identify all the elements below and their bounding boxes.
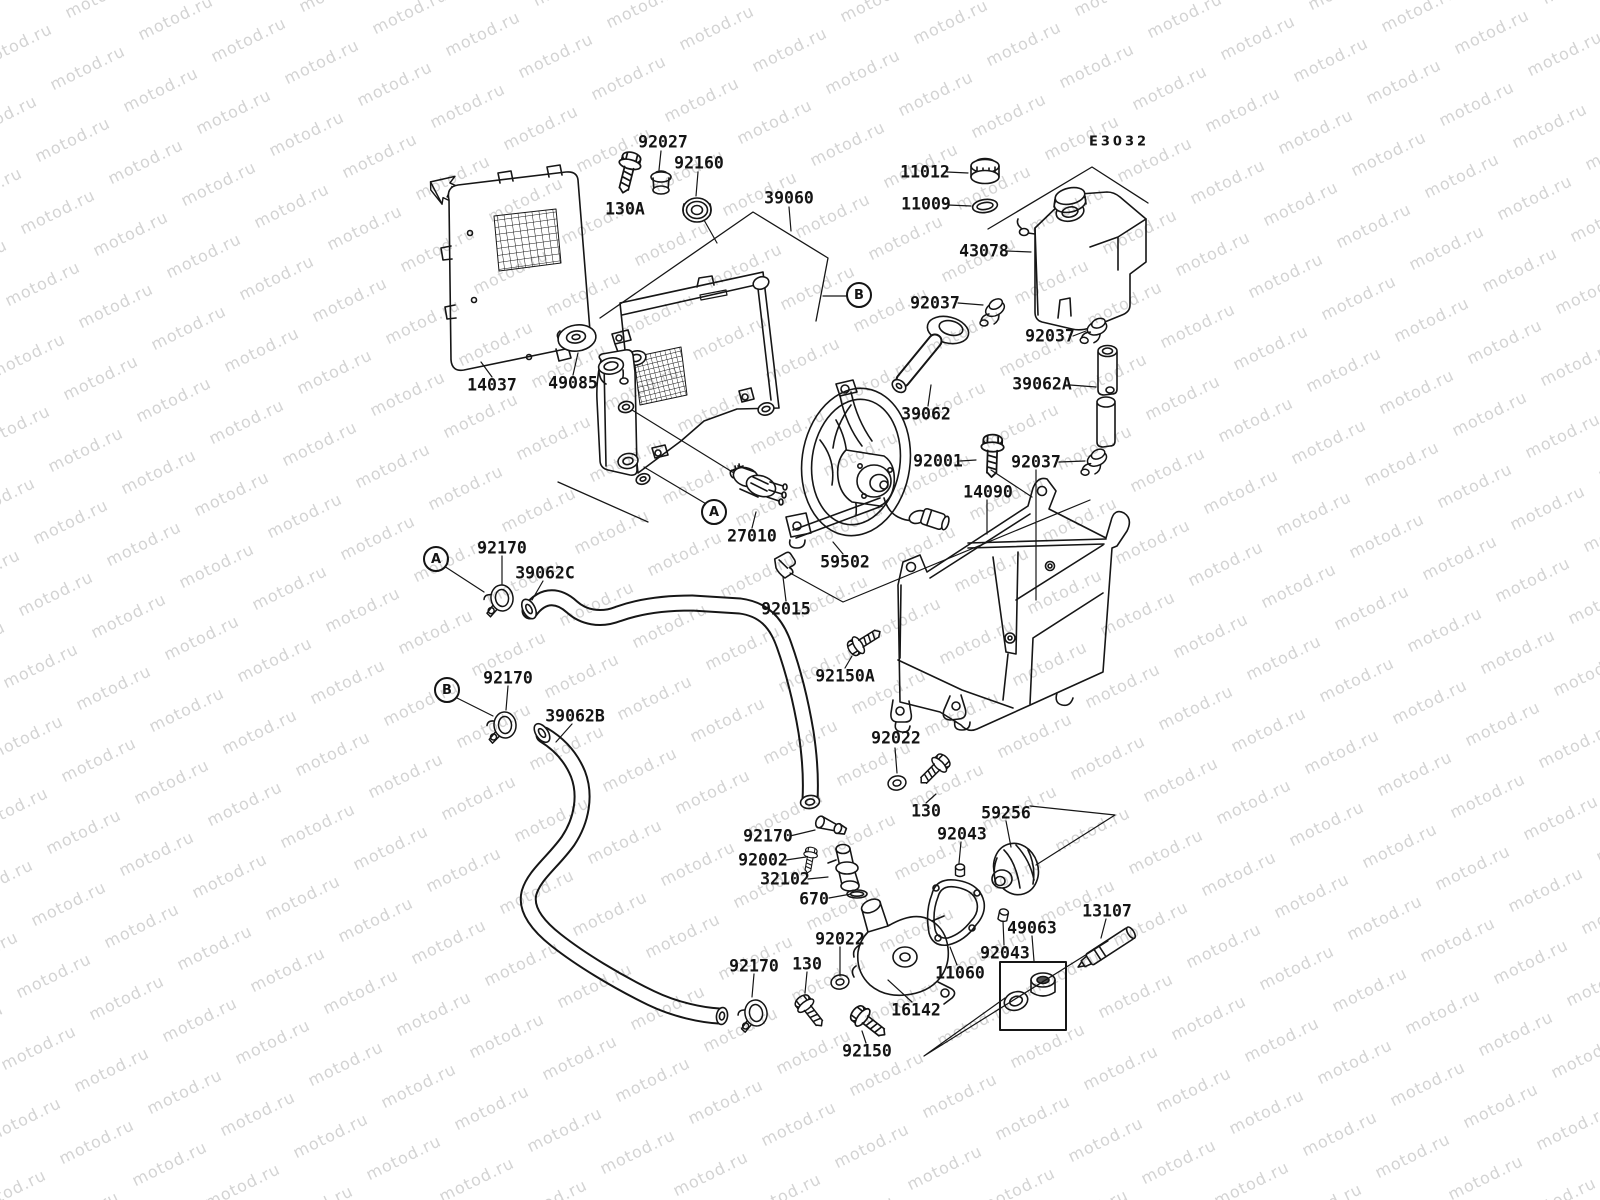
part-number-label: 92022 [871,728,921,748]
part-number-label: 92022 [815,929,865,949]
part-number-label: 16142 [891,1000,941,1020]
part-number-label: 39062C [515,563,575,583]
part-number-label: 39060 [764,188,814,208]
part-number-label: 92015 [761,599,811,619]
part-number-label: 11009 [901,194,951,214]
part-number-label: 92002 [738,850,788,870]
part-number-label: 92170 [483,668,533,688]
bushing-92027 [650,170,672,195]
part-number-label: 32102 [760,869,810,889]
part-number-label: 92170 [477,538,527,558]
part-number-label: 130A [605,199,645,219]
assembly-ref-circle: B [846,282,872,308]
part-number-label: 92170 [743,826,793,846]
part-number-label: 14037 [467,375,517,395]
part-number-label: 92001 [913,451,963,471]
water-pump-cover-16142 [851,898,956,1005]
part-number-label: 92037 [910,293,960,313]
part-number-label: 92037 [1025,326,1075,346]
diagram-code: E3032 [1088,134,1150,150]
impeller-59256 [991,842,1040,896]
grommet-92160 [682,197,712,223]
part-number-label: 92037 [1011,452,1061,472]
part-number-label: 39062A [1012,374,1072,394]
radiator-39060 [596,271,780,486]
leader-lines [443,150,1116,1057]
part-number-label: 13107 [1082,901,1132,921]
fan-59502 [785,379,950,549]
part-number-label: 92043 [937,824,987,844]
grommet-49085 [556,324,597,352]
part-number-label: 11012 [900,162,950,182]
assembly-boundary-lines [557,166,1149,523]
part-number-label: 92027 [638,132,688,152]
part-number-label: 670 [799,889,829,909]
part-number-label: 92043 [980,943,1030,963]
reservoir-tank-43078 [1016,186,1147,331]
part-number-label: 39062 [901,404,951,424]
part-number-label: 92150 [842,1041,892,1061]
part-number-label: 59256 [981,803,1031,823]
reservoir-cap-11012 [970,157,1000,185]
shaft-13107 [1077,926,1137,968]
hose-39062c [520,589,821,810]
clip-92015 [773,551,797,579]
bleeder-92170 [814,815,848,835]
part-number-label: 130 [792,954,822,974]
fan-switch-27010 [729,463,788,506]
overflow-hose-39062 [891,315,970,394]
assembly-ref-circle: A [423,546,449,572]
pump-gasket-11060 [926,878,986,947]
part-number-label: 49063 [1007,918,1057,938]
joint-32102 [827,843,860,892]
cap-gasket-11009 [971,198,999,214]
fan-shroud-14090 [890,477,1131,733]
assembly-ref-circle: A [701,499,727,525]
part-number-label: 130 [911,801,941,821]
part-number-label: 92160 [674,153,724,173]
part-number-label: 39062B [545,706,605,726]
part-number-label: 27010 [727,526,777,546]
part-number-label: 49085 [548,373,598,393]
part-number-label: 59502 [820,552,870,572]
assembly-ref-circle: B [434,677,460,703]
part-number-label: 14090 [963,482,1013,502]
part-number-label: 11060 [935,963,985,983]
hose-39062a [1096,344,1118,448]
hose-39062b [519,722,729,1026]
part-number-label: 92170 [729,956,779,976]
part-number-label: 43078 [959,241,1009,261]
part-number-label: 92150A [815,666,875,686]
